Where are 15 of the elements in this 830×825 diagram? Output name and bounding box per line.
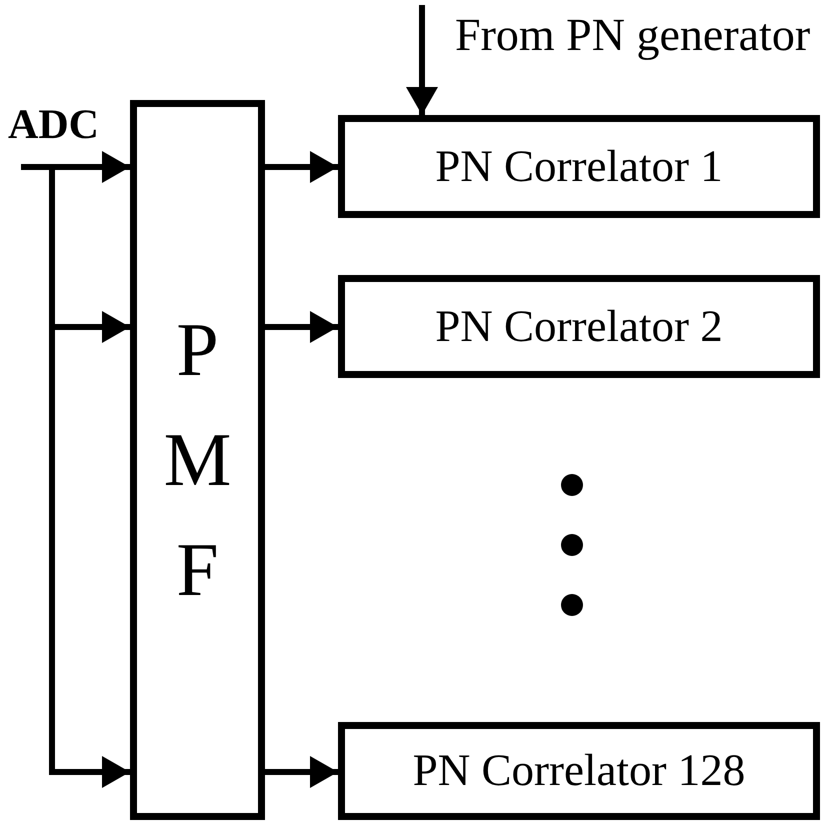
- block-label: PN Correlator 2: [435, 300, 723, 352]
- correlator-box: [338, 275, 820, 378]
- block-label: PN Correlator 128: [412, 745, 746, 797]
- arrow: [265, 151, 338, 183]
- arrow: [265, 311, 338, 343]
- filter-block: [130, 100, 265, 820]
- block-label: PN Correlator 1: [435, 140, 723, 192]
- arrow: [265, 756, 338, 788]
- block-label: P M F: [162, 306, 232, 614]
- correlator-box: [338, 115, 820, 218]
- source-label: From PN generator: [455, 10, 810, 61]
- arrow: [21, 151, 130, 183]
- arrow: [406, 5, 438, 115]
- correlator-box: [338, 722, 820, 820]
- input-label: ADC: [8, 102, 99, 148]
